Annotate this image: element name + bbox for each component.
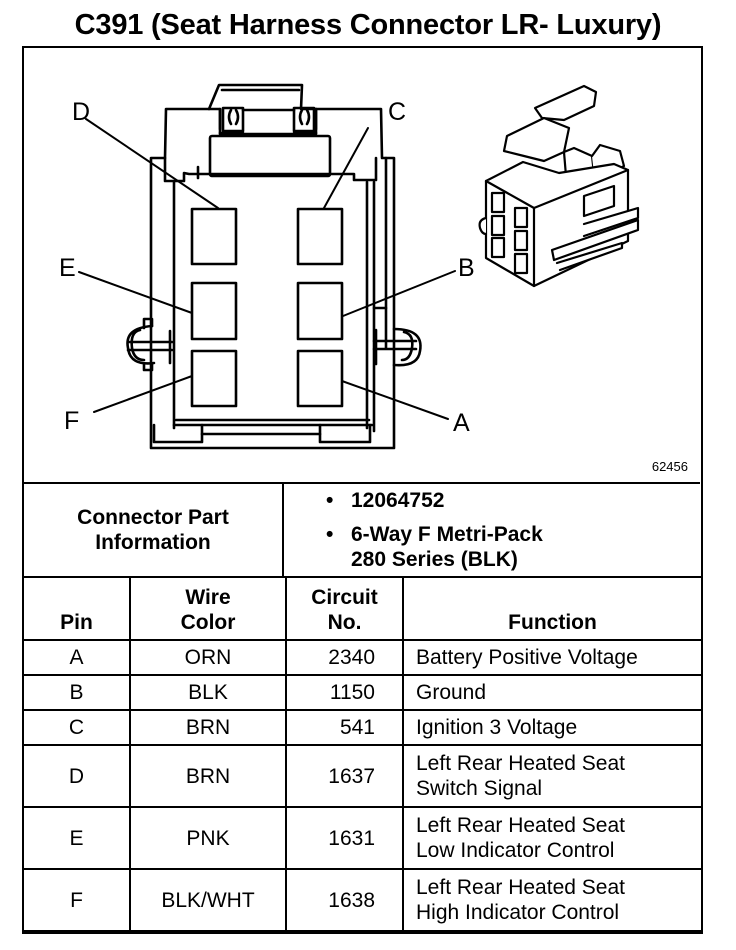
table-row: B BLK 1150 Ground xyxy=(22,674,703,711)
cell-pin: B xyxy=(22,674,131,711)
leader-line-e xyxy=(78,271,193,314)
cell-circuit: 2340 xyxy=(285,639,404,676)
cell-function: Left Rear Heated Seat Low Indicator Cont… xyxy=(402,806,703,870)
cell-wire-color: BRN xyxy=(129,709,287,746)
pin-label-f: F xyxy=(64,407,80,435)
connector-type-line2: 280 Series (BLK) xyxy=(351,548,518,571)
cell-circuit: 1637 xyxy=(285,744,404,808)
drawing-number: 62456 xyxy=(651,459,688,474)
leader-line-f xyxy=(93,375,193,413)
connector-part-info: Connector Part Information • 12064752 • … xyxy=(24,482,700,577)
connector-part-info-label: Connector Part Information xyxy=(24,484,284,576)
pin-table: Pin Wire Color Circuit No. Function A OR… xyxy=(22,576,703,932)
page-title: C391 (Seat Harness Connector LR- Luxury) xyxy=(74,9,662,41)
info-item-part-number: • 12064752 xyxy=(284,488,700,513)
function-line1: Ground xyxy=(416,681,487,704)
header-pin-label: Pin xyxy=(60,611,93,634)
header-pin: Pin xyxy=(22,576,131,641)
cell-pin: D xyxy=(22,744,131,808)
connector-part-info-list: • 12064752 • 6-Way F Metri-Pack 280 Seri… xyxy=(284,484,700,576)
table-row: E PNK 1631 Left Rear Heated Seat Low Ind… xyxy=(22,806,703,870)
bullet-icon: • xyxy=(326,489,334,512)
cell-pin: E xyxy=(22,806,131,870)
leader-line-b xyxy=(342,270,456,317)
connector-isometric-icon xyxy=(478,84,640,288)
function-line1: Battery Positive Voltage xyxy=(416,646,638,669)
part-number: 12064752 xyxy=(351,489,445,512)
function-line1: Ignition 3 Voltage xyxy=(416,716,578,739)
pin-label-a: A xyxy=(453,409,470,437)
cell-wire-color: BRN xyxy=(129,744,287,808)
cell-circuit: 1631 xyxy=(285,806,404,870)
leader-line-d xyxy=(85,118,219,209)
header-circuit-line2: No. xyxy=(327,611,362,634)
connector-drawing: D C E B F A 62456 xyxy=(24,48,700,482)
cell-pin: F xyxy=(22,868,131,932)
table-header-row: Pin Wire Color Circuit No. Function xyxy=(22,576,703,641)
table-row: D BRN 1637 Left Rear Heated Seat Switch … xyxy=(22,744,703,808)
cell-circuit: 1638 xyxy=(285,868,404,932)
header-wire-color: Wire Color xyxy=(129,576,287,641)
pin-label-e: E xyxy=(59,254,76,282)
leader-line-c xyxy=(323,127,369,209)
header-circuit-line1: Circuit xyxy=(311,586,378,609)
leader-line-a xyxy=(341,380,449,420)
header-function: Function xyxy=(402,576,703,641)
table-row: A ORN 2340 Battery Positive Voltage xyxy=(22,639,703,676)
info-label-line1: Connector Part xyxy=(77,506,229,529)
header-circuit-no: Circuit No. xyxy=(285,576,404,641)
info-item-connector-type: • 6-Way F Metri-Pack 280 Series (BLK) xyxy=(284,522,700,572)
connector-face-view-icon xyxy=(78,83,640,450)
connector-type-line1: 6-Way F Metri-Pack xyxy=(351,523,543,546)
cell-wire-color: ORN xyxy=(129,639,287,676)
cell-function: Left Rear Heated Seat High Indicator Con… xyxy=(402,868,703,932)
cell-function: Ignition 3 Voltage xyxy=(402,709,703,746)
function-line2: High Indicator Control xyxy=(416,901,620,924)
function-line1: Left Rear Heated Seat xyxy=(416,876,625,899)
cell-circuit: 1150 xyxy=(285,674,404,711)
cell-wire-color: BLK/WHT xyxy=(129,868,287,932)
info-label-line2: Information xyxy=(95,531,211,554)
cell-wire-color: PNK xyxy=(129,806,287,870)
diagram-frame xyxy=(22,46,703,934)
function-line1: Left Rear Heated Seat xyxy=(416,814,625,837)
table-row: F BLK/WHT 1638 Left Rear Heated Seat Hig… xyxy=(22,868,703,932)
cell-function: Left Rear Heated Seat Switch Signal xyxy=(402,744,703,808)
function-line2: Switch Signal xyxy=(416,777,543,800)
function-line2: Low Indicator Control xyxy=(416,839,615,862)
header-function-label: Function xyxy=(508,611,597,634)
bullet-icon: • xyxy=(326,523,334,546)
cell-function: Ground xyxy=(402,674,703,711)
table-row: C BRN 541 Ignition 3 Voltage xyxy=(22,709,703,746)
header-wire-line2: Color xyxy=(180,611,236,634)
pin-label-d: D xyxy=(72,98,91,126)
pin-label-c: C xyxy=(388,98,407,126)
cell-pin: C xyxy=(22,709,131,746)
cell-circuit: 541 xyxy=(285,709,404,746)
cell-pin: A xyxy=(22,639,131,676)
function-line1: Left Rear Heated Seat xyxy=(416,752,625,775)
cell-wire-color: BLK xyxy=(129,674,287,711)
cell-function: Battery Positive Voltage xyxy=(402,639,703,676)
pin-label-b: B xyxy=(458,254,475,282)
header-wire-line1: Wire xyxy=(185,586,231,609)
